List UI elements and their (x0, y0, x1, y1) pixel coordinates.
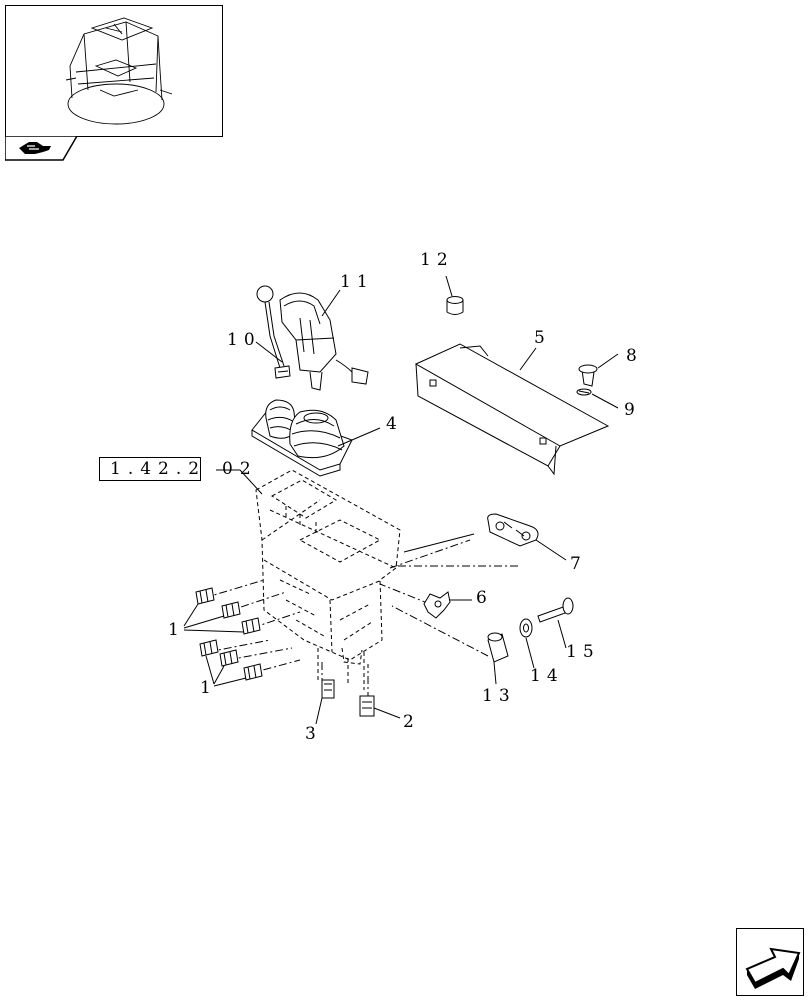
callout-14[interactable]: 14 (530, 666, 564, 686)
next-page-button[interactable] (736, 928, 804, 996)
part-14-washer[interactable] (519, 618, 533, 638)
callout-2[interactable]: 2 (403, 712, 420, 732)
next-page-arrow-icon (745, 947, 801, 989)
callout-13[interactable]: 13 (482, 686, 516, 706)
part-1-fittings[interactable] (195, 587, 263, 681)
part-7-plate[interactable] (487, 513, 539, 547)
valve-block[interactable] (255, 469, 401, 690)
cross-reference-box[interactable]: 1.42.2 (99, 457, 201, 481)
callout-1-lower[interactable]: 1 (200, 678, 217, 698)
catalog-tab[interactable] (5, 136, 77, 162)
callout-1-upper[interactable]: 1 (168, 620, 185, 640)
part-10-lever[interactable] (256, 285, 291, 379)
part-15-bolt[interactable] (537, 597, 574, 623)
cross-reference-number: 1.42.2 (110, 459, 207, 479)
part-2-fitting[interactable] (359, 695, 375, 717)
assembly-thumbnail[interactable] (5, 5, 223, 137)
part-11-housing[interactable] (279, 292, 369, 391)
callout-15[interactable]: 15 (566, 642, 600, 662)
part-5-bracket[interactable] (414, 343, 610, 476)
part-8-bolt[interactable] (578, 364, 598, 387)
part-13-spacer[interactable] (487, 632, 509, 663)
callout-5[interactable]: 5 (534, 328, 551, 348)
part-4-boot-plate[interactable] (251, 399, 353, 477)
callout-10[interactable]: 10 (227, 330, 261, 350)
part-9-washer[interactable] (576, 388, 592, 396)
callout-3[interactable]: 3 (305, 724, 322, 744)
part-3-fitting[interactable] (321, 679, 335, 699)
part-6-knob[interactable] (423, 591, 451, 619)
hand-pointer-icon (19, 142, 51, 154)
callout-leaders (183, 275, 619, 725)
callout-8[interactable]: 8 (626, 346, 643, 366)
cross-reference-suffix: 02 (222, 459, 258, 479)
callout-12[interactable]: 12 (420, 250, 454, 270)
callout-6[interactable]: 6 (476, 588, 493, 608)
leader-7a (403, 533, 475, 553)
assembly-lines (203, 539, 518, 700)
callout-7[interactable]: 7 (570, 554, 587, 574)
callout-4[interactable]: 4 (386, 414, 403, 434)
callout-9[interactable]: 9 (624, 400, 641, 420)
callout-11[interactable]: 11 (340, 272, 374, 292)
part-12-cap[interactable] (446, 296, 464, 315)
cab-icon (65, 17, 173, 125)
